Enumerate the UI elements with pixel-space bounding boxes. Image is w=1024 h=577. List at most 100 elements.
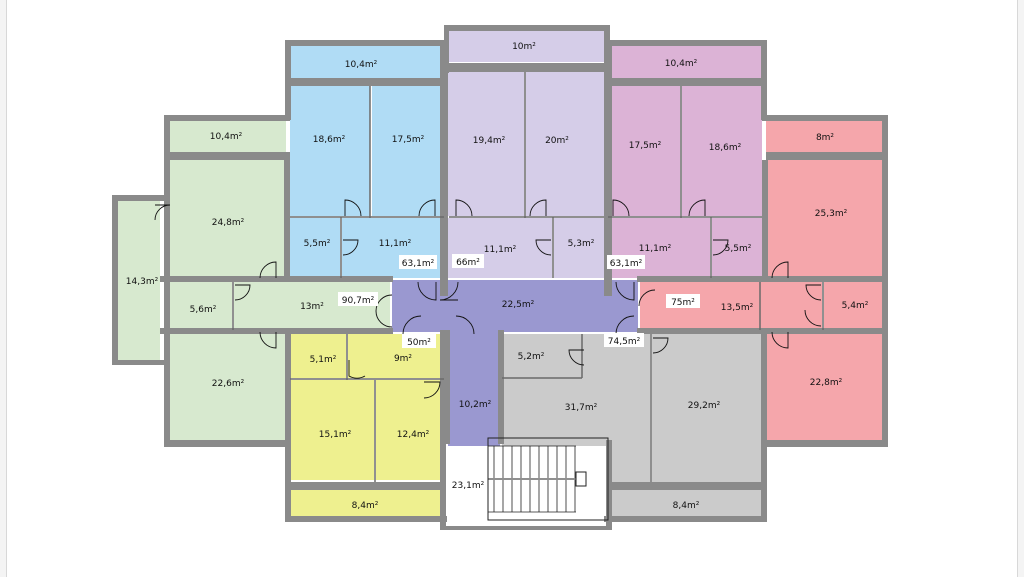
room-e-bath — [170, 282, 232, 330]
room-d-bed1 — [766, 160, 882, 278]
staircase — [487, 437, 609, 521]
total-g: 74,5m² — [604, 333, 644, 347]
label-a-bath: 5,5m² — [304, 239, 331, 249]
label-b-bath: 5,3m² — [568, 239, 595, 249]
room-e-bed2 — [170, 332, 286, 440]
label-b-storage: 10m² — [512, 42, 536, 52]
door-swing — [344, 199, 362, 217]
door-swing — [348, 360, 366, 379]
room-c-bed2 — [682, 86, 762, 216]
label-f-bed1: 15,1m² — [319, 430, 352, 440]
door-swing — [234, 284, 251, 301]
label-b-bed1: 19,4m² — [473, 136, 506, 146]
door-swing — [418, 199, 436, 217]
stairwell — [444, 446, 608, 530]
room-a-bed2 — [372, 86, 444, 216]
svg-text:63,1m²: 63,1m² — [610, 259, 643, 269]
label-f-storage: 8,4m² — [352, 501, 379, 511]
label-d-bed2: 22,8m² — [810, 378, 843, 388]
walls — [112, 25, 888, 530]
total-b: 66m² — [452, 254, 484, 268]
label-g-bath: 5,2m² — [518, 352, 545, 362]
apartment-a — [290, 46, 444, 278]
apartment-d — [640, 120, 882, 440]
room-d-storage — [766, 120, 882, 152]
door-swing — [375, 294, 393, 328]
room-d-bed2 — [766, 332, 882, 440]
svg-text:74,5m²: 74,5m² — [608, 337, 641, 347]
room-e-storage — [170, 120, 286, 152]
room-b-bed2 — [526, 72, 604, 216]
room-f-bath — [290, 334, 346, 378]
doors — [154, 199, 822, 399]
room-corridor — [392, 280, 638, 332]
room-e-balcony — [118, 200, 160, 360]
door-swing — [439, 281, 459, 301]
label-a-bed1: 18,6m² — [313, 135, 346, 145]
label-g-bed2: 29,2m² — [688, 401, 721, 411]
page-edge-right — [1017, 0, 1024, 577]
svg-text:66m²: 66m² — [456, 258, 480, 268]
label-e-balcony: 14,3m² — [126, 277, 159, 287]
door-swing — [529, 199, 547, 217]
door-swing — [402, 315, 422, 335]
room-b-bed1 — [448, 72, 524, 216]
room-a-bath — [290, 218, 340, 278]
door-swing — [154, 204, 171, 221]
room-labels: 10,4m² 18,6m² 17,5m² 5,5m² 11,1m² 10m² 1… — [126, 42, 869, 511]
room-a-bed1 — [290, 86, 370, 216]
door-swing — [615, 315, 635, 335]
door-swing — [804, 309, 822, 327]
svg-text:90,7m²: 90,7m² — [342, 296, 375, 306]
total-f: 50m² — [402, 334, 436, 348]
door-swing — [638, 289, 656, 307]
label-e-hall: 13m² — [300, 302, 324, 312]
label-g-storage: 8,4m² — [673, 501, 700, 511]
label-e-bed2: 22,6m² — [212, 379, 245, 389]
door-swing — [771, 261, 789, 279]
svg-text:75m²: 75m² — [671, 298, 695, 308]
label-f-bed2: 12,4m² — [397, 430, 430, 440]
label-e-storage: 10,4m² — [210, 132, 243, 142]
label-a-storage: 10,4m² — [345, 60, 378, 70]
door-swing — [455, 199, 473, 217]
label-corridor: 22,5m² — [502, 300, 535, 310]
label-f-bath: 5,1m² — [310, 355, 337, 365]
label-d-bath: 5,4m² — [842, 301, 869, 311]
total-e: 90,7m² — [338, 292, 378, 306]
label-c-bath: 5,5m² — [725, 244, 752, 254]
svg-text:50m²: 50m² — [407, 338, 431, 348]
label-e-bath: 5,6m² — [190, 305, 217, 315]
label-b-living: 11,1m² — [484, 245, 517, 255]
thin-partitions — [232, 72, 824, 482]
door-swing — [615, 281, 635, 301]
room-f-storage — [290, 490, 442, 516]
label-stair: 23,1m² — [452, 481, 485, 491]
room-f-bed2 — [376, 380, 444, 480]
label-g-bed1: 31,7m² — [565, 403, 598, 413]
door-swing — [568, 349, 585, 366]
total-a: 63,1m² — [399, 255, 437, 269]
label-c-living: 11,1m² — [639, 244, 672, 254]
door-swing — [612, 199, 630, 217]
room-b-bath — [554, 218, 604, 278]
label-a-living: 11,1m² — [379, 239, 412, 249]
door-swing — [417, 281, 437, 301]
room-f-bed1 — [290, 380, 374, 480]
room-a-storage — [290, 46, 444, 78]
door-swing — [342, 239, 359, 256]
apartment-f — [290, 334, 444, 516]
label-d-bed1: 25,3m² — [815, 209, 848, 219]
door-swing — [535, 239, 552, 256]
room-c-bath — [712, 218, 762, 278]
label-corridor-south: 10,2m² — [459, 400, 492, 410]
total-c: 63,1m² — [607, 255, 645, 269]
room-c-bed1 — [608, 86, 680, 216]
label-d-storage: 8m² — [816, 133, 834, 143]
common-corridor — [392, 280, 638, 448]
total-d: 75m² — [666, 294, 700, 308]
label-c-bed1: 17,5m² — [629, 141, 662, 151]
label-b-bed2: 20m² — [545, 136, 569, 146]
